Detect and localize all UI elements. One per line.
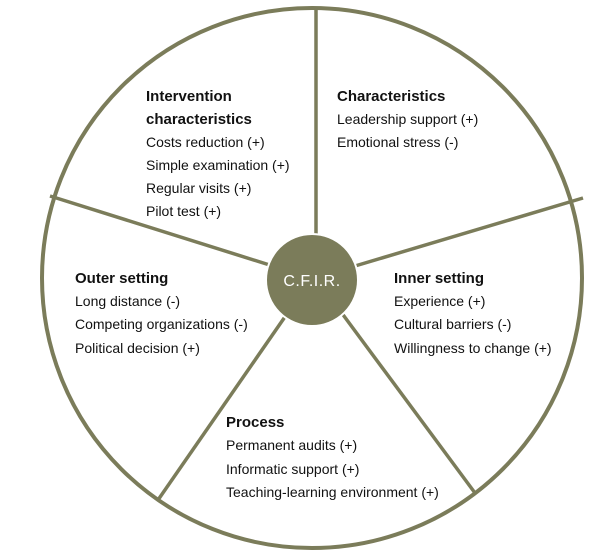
segment-item: Permanent audits (+) (226, 437, 357, 453)
divider-right (354, 196, 584, 268)
segment-item: Willingness to change (+) (394, 340, 552, 356)
segment-title: Intervention (146, 88, 232, 105)
segment-title: Inner setting (394, 270, 484, 287)
segment-title: characteristics (146, 111, 252, 128)
center-label: C.F.I.R. (283, 273, 340, 290)
segment-item: Political decision (+) (75, 340, 200, 356)
segment-inner-setting: Inner setting Experience (+) Cultural ba… (394, 270, 552, 356)
segment-item: Informatic support (+) (226, 461, 359, 477)
center-hub (265, 233, 359, 327)
divider-lower-right (339, 310, 477, 495)
outer-ring (40, 6, 584, 550)
segment-item: Pilot test (+) (146, 203, 221, 219)
segment-intervention-characteristics: Intervention characteristics Costs reduc… (146, 88, 290, 219)
segment-item: Emotional stress (-) (337, 134, 458, 150)
segment-item: Regular visits (+) (146, 180, 251, 196)
segment-item: Long distance (-) (75, 293, 180, 309)
segment-item: Teaching-learning environment (+) (226, 484, 439, 500)
segment-title: Characteristics (337, 88, 445, 105)
segment-item: Competing organizations (-) (75, 316, 248, 332)
segment-title: Outer setting (75, 270, 168, 287)
dividers (49, 8, 584, 501)
segment-title: Process (226, 414, 284, 431)
segment-process: Process Permanent audits (+) Informatic … (226, 414, 439, 500)
segment-item: Experience (+) (394, 293, 485, 309)
segment-item: Costs reduction (+) (146, 134, 265, 150)
segment-outer-setting: Outer setting Long distance (-) Competin… (75, 270, 248, 356)
segment-item: Leadership support (+) (337, 111, 478, 127)
divider-left (49, 194, 277, 269)
divider-lower-left (156, 310, 291, 501)
segment-characteristics: Characteristics Leadership support (+) E… (337, 88, 478, 150)
segment-item: Cultural barriers (-) (394, 316, 511, 332)
segment-item: Simple examination (+) (146, 157, 290, 173)
